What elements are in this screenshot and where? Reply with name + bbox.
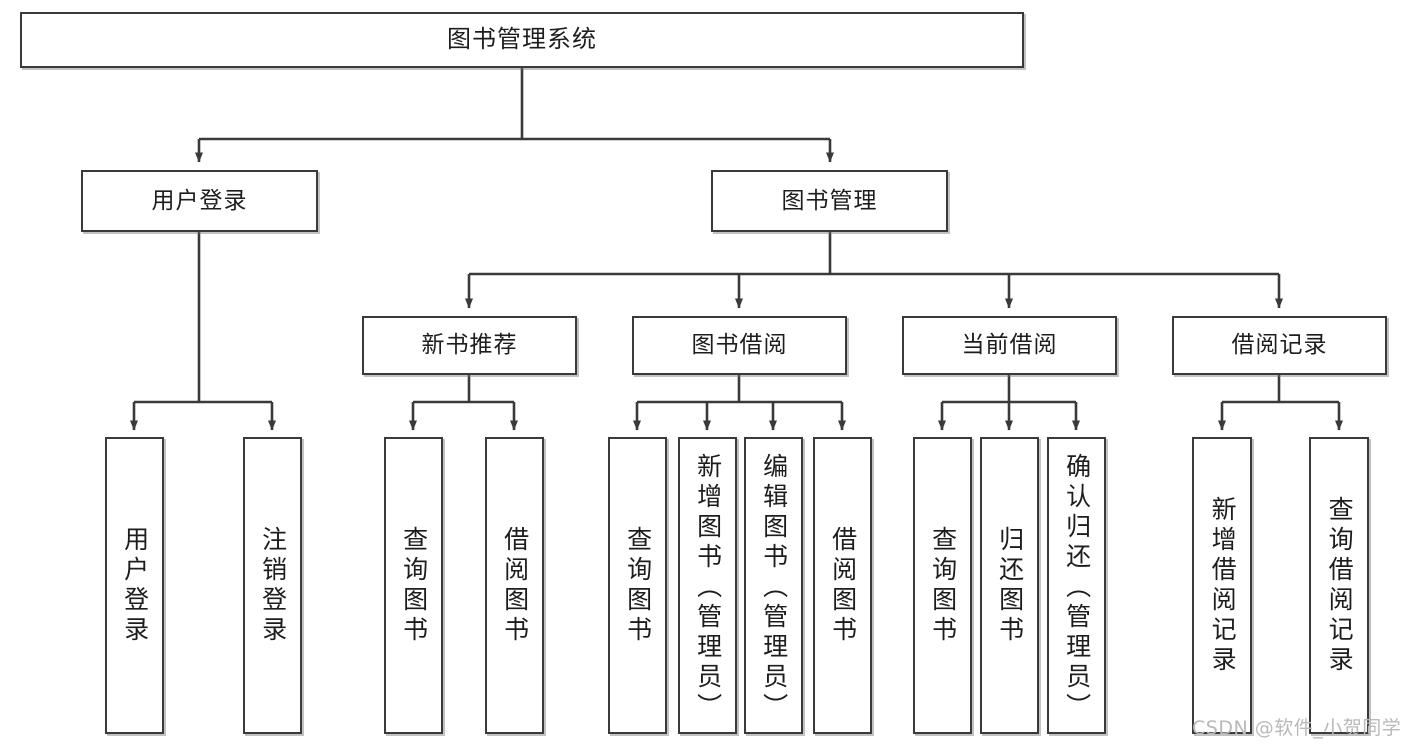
node-book-manage[interactable]: 图书管理 — [711, 170, 948, 232]
node-label: 借阅图书 — [500, 525, 530, 646]
node-user-login[interactable]: 用户登录 — [81, 170, 318, 232]
node-label: 图书借阅 — [691, 332, 788, 359]
node-leaf-query-book-3[interactable]: 查询图书 — [913, 437, 972, 734]
csdn-watermark: CSDN @软件_小贺同学 — [1192, 717, 1402, 739]
node-label: 当前借阅 — [961, 332, 1058, 359]
node-label: 查询图书 — [928, 525, 958, 646]
node-label: 图书管理系统 — [447, 25, 597, 54]
node-label: 用户登录 — [151, 187, 248, 214]
node-borrow-record[interactable]: 借阅记录 — [1172, 316, 1387, 375]
node-leaf-borrow-book-2[interactable]: 借阅图书 — [813, 437, 872, 734]
node-label: 新书推荐 — [421, 332, 518, 359]
node-leaf-return-book[interactable]: 归还图书 — [980, 437, 1039, 734]
node-label: 归还图书 — [995, 525, 1025, 646]
node-leaf-query-record[interactable]: 查询借阅记录 — [1309, 437, 1369, 734]
node-label: 查询图书 — [399, 525, 429, 646]
node-label: 新增图书（管理员） — [693, 453, 723, 723]
node-leaf-borrow-book-1[interactable]: 借阅图书 — [485, 437, 544, 734]
node-leaf-confirm-return[interactable]: 确认归还（管理员） — [1047, 437, 1106, 734]
node-leaf-query-book-2[interactable]: 查询图书 — [608, 437, 667, 734]
node-label: 查询借阅记录 — [1325, 495, 1355, 676]
node-root-system[interactable]: 图书管理系统 — [20, 12, 1024, 68]
node-current-borrow[interactable]: 当前借阅 — [902, 316, 1117, 375]
node-leaf-edit-book[interactable]: 编辑图书（管理员） — [744, 437, 803, 734]
node-label: 借阅图书 — [828, 525, 858, 646]
node-label: 注销登录 — [258, 525, 288, 646]
node-label: 查询图书 — [623, 525, 653, 646]
node-label: 确认归还（管理员） — [1062, 453, 1092, 723]
node-label: 图书管理 — [781, 187, 878, 214]
node-book-borrow[interactable]: 图书借阅 — [632, 316, 847, 375]
node-new-book-recommend[interactable]: 新书推荐 — [362, 316, 577, 375]
node-label: 用户登录 — [120, 525, 150, 646]
node-label: 编辑图书（管理员） — [759, 453, 789, 723]
node-leaf-logout[interactable]: 注销登录 — [243, 437, 302, 734]
node-leaf-query-book-1[interactable]: 查询图书 — [384, 437, 443, 734]
node-leaf-add-book[interactable]: 新增图书（管理员） — [678, 437, 737, 734]
node-label: 借阅记录 — [1231, 332, 1328, 359]
node-leaf-user-login[interactable]: 用户登录 — [105, 437, 164, 734]
node-label: 新增借阅记录 — [1208, 495, 1238, 676]
node-leaf-add-record[interactable]: 新增借阅记录 — [1192, 437, 1252, 734]
